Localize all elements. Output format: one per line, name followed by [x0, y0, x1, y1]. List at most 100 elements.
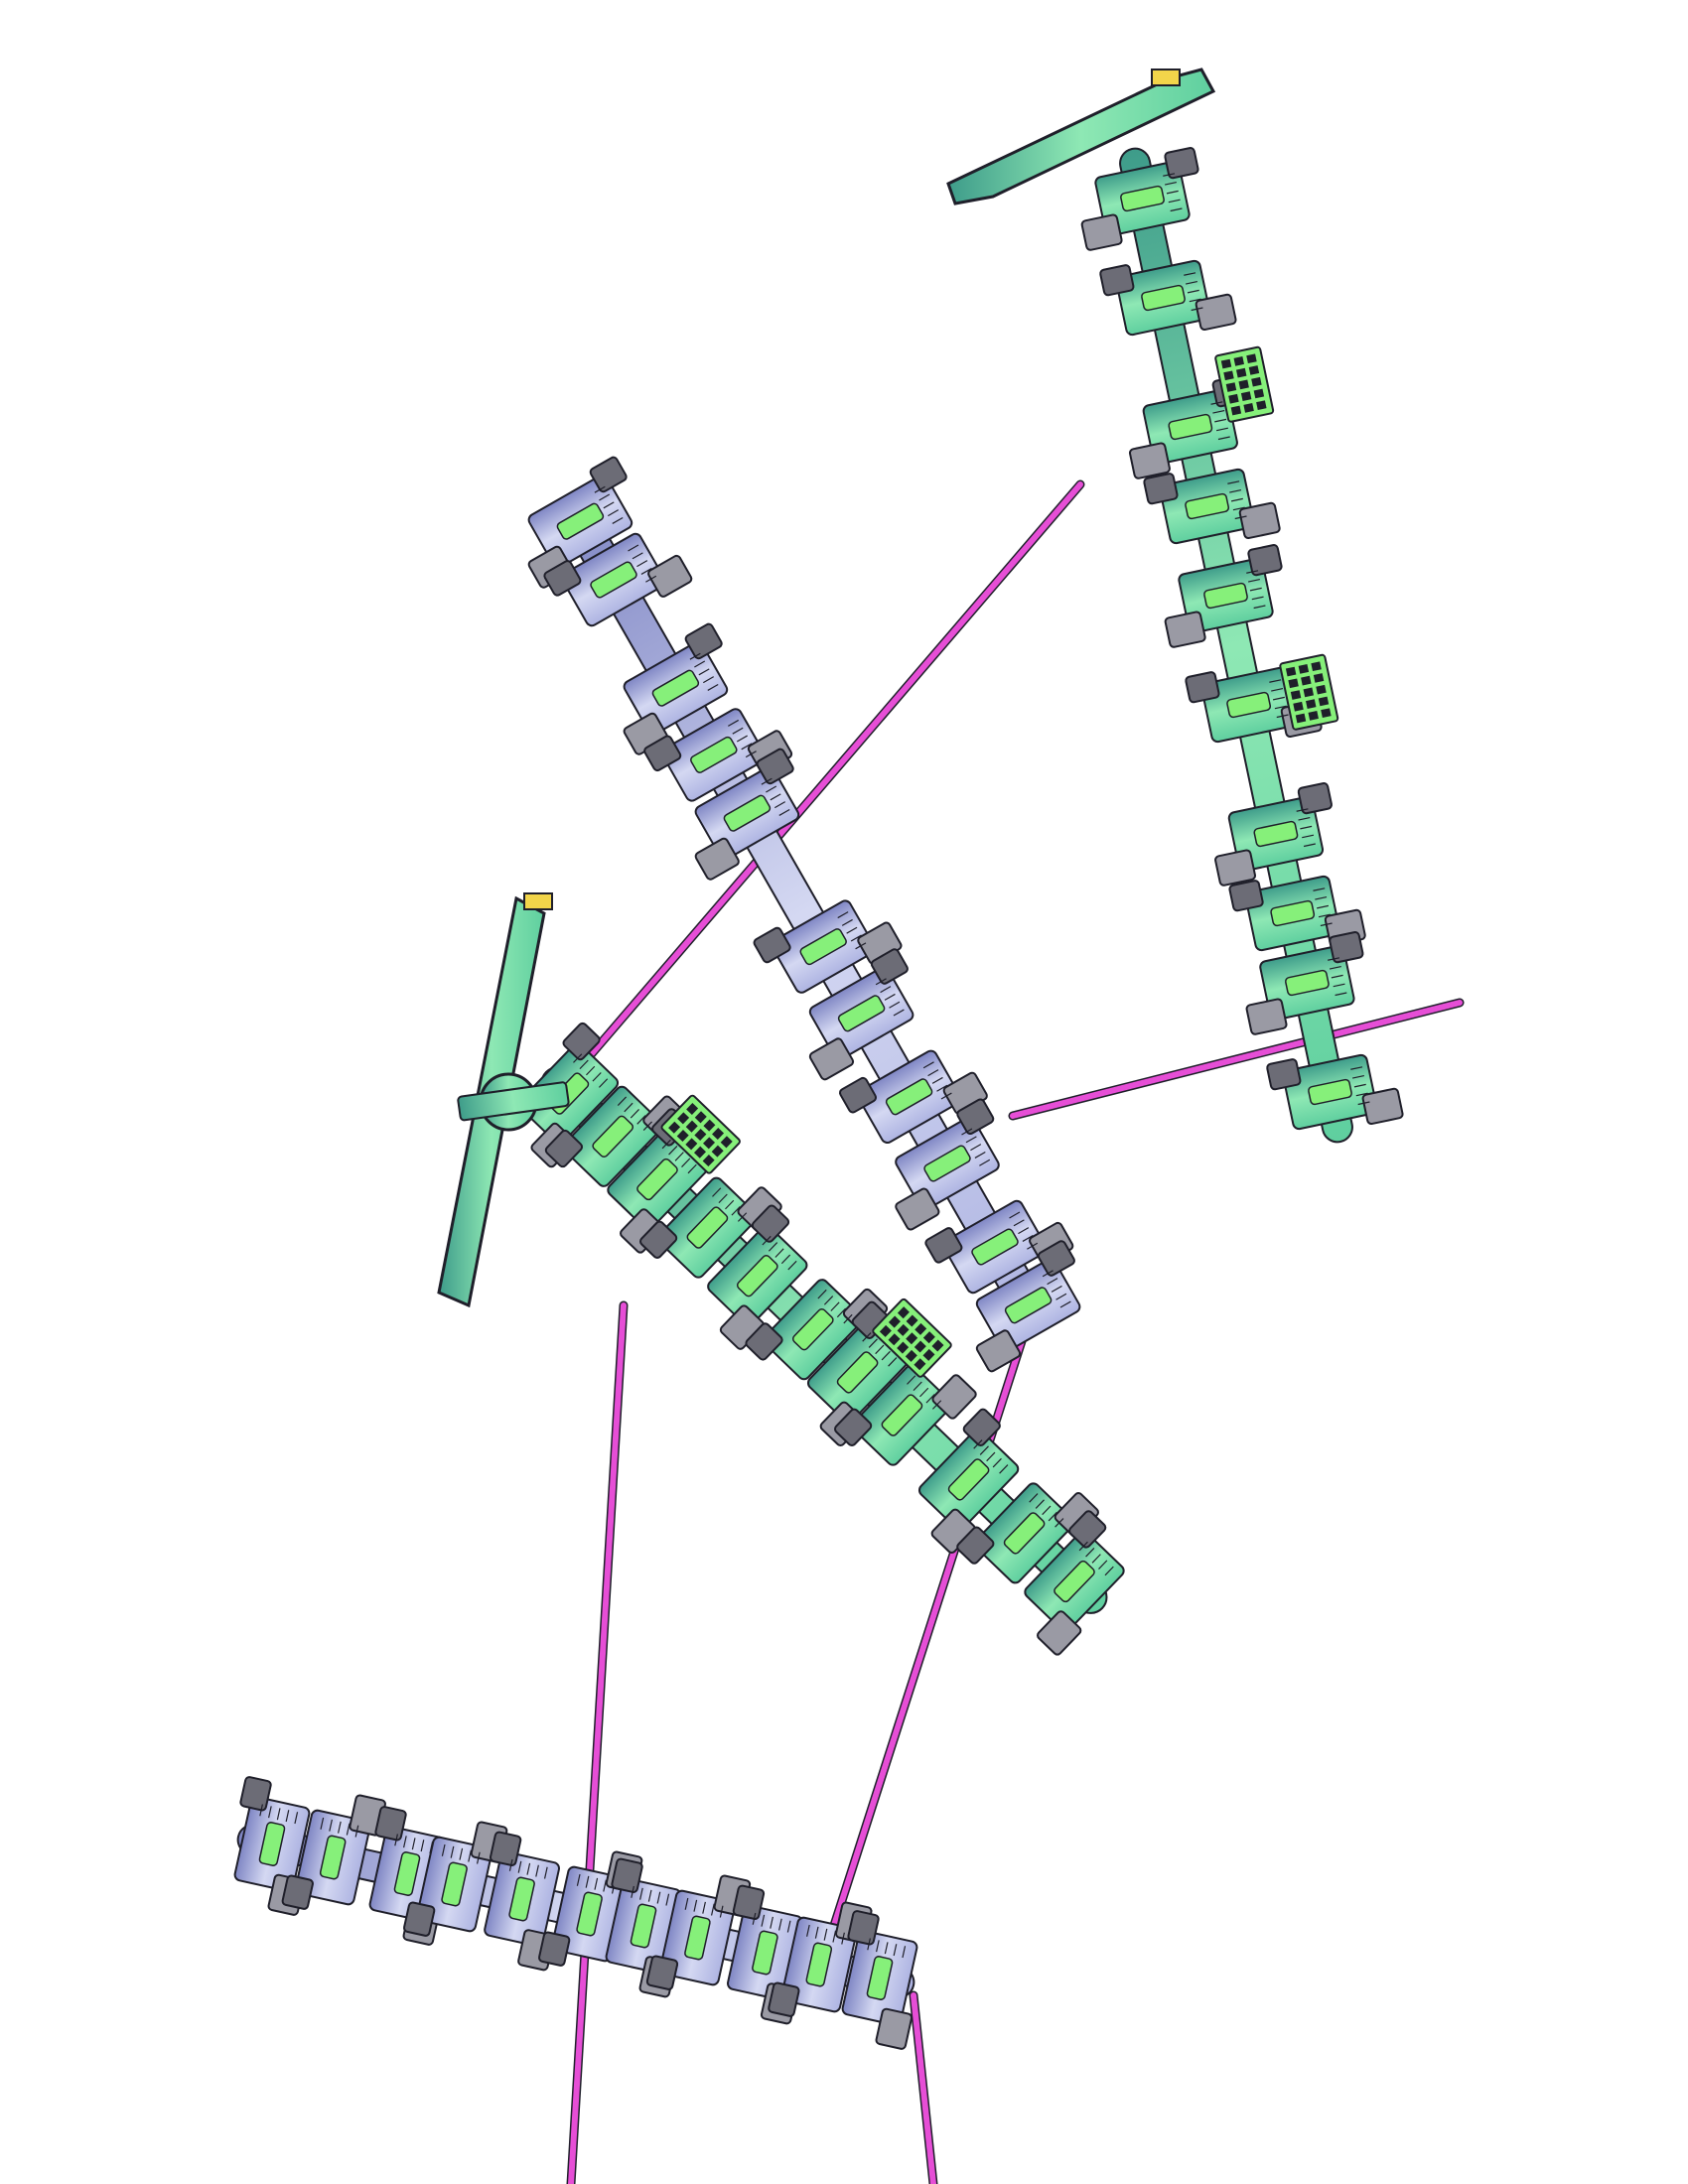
bar-blue-center-clamp-block-rear	[838, 1076, 878, 1114]
bar-green-lower-left-clamp-slot	[731, 1206, 741, 1216]
bar-blue-bottom-clamp-slot	[294, 1812, 299, 1825]
bar-green-upper-right-clamp-slot	[1229, 489, 1242, 493]
bar-blue-center-clamp-ring	[590, 561, 637, 599]
bar-green-lower-left-clamp-slot	[598, 1078, 609, 1088]
bar-blue-bottom-clamp-block-rear	[489, 1831, 522, 1866]
bar-green-lower-left-clamp-slot	[636, 1115, 646, 1125]
bar-green-upper-right-clamp-1	[1080, 147, 1199, 251]
bar-green-lower-left-clamp-slot	[973, 1439, 983, 1449]
bar-green-lower-left-clamp-ring	[1003, 1512, 1046, 1555]
bar-green-lower-left-clamp-block-rear	[745, 1322, 783, 1361]
bar-blue-bottom-clamp-11	[841, 1910, 918, 2050]
bar-green-lower-left-clamp-8	[834, 1364, 977, 1466]
bar-blue-bottom-clamp-block-rear	[611, 1857, 643, 1893]
bar-green-upper-right-clamp-slot	[1313, 887, 1326, 891]
bar-green-upper-right-board-pin	[1288, 678, 1299, 689]
bar-blue-center-clamp-ring	[885, 1078, 933, 1116]
bar-blue-center-clamp-block-rear	[924, 1227, 963, 1264]
bar-blue-bottom-clamp-slot	[441, 1843, 446, 1856]
bar-green-lower-left-clamp-slot	[843, 1313, 853, 1324]
bar-blue-center-clamp-9	[895, 1098, 1000, 1231]
bar-blue-bottom-clamp-slot	[841, 1932, 845, 1945]
bar-blue-bottom-clamp-slot	[902, 1946, 907, 1959]
bar-green-upper-right-board-pin	[1303, 687, 1315, 698]
bar-green-lower-left-clamp-ring	[947, 1458, 990, 1501]
bar-green-lower-left-clamp-ring	[1054, 1560, 1095, 1603]
bar-green-upper-right-clamp-slot	[1168, 199, 1181, 204]
bar-green-upper-right-clamp-slot	[1269, 679, 1282, 683]
bar-green-upper-right-clamp-block	[1361, 1087, 1404, 1126]
bar-green-lower-left-board-1	[660, 1094, 741, 1174]
bar-blue-center-clamp-slot	[703, 676, 715, 684]
bar-green-lower-left-clamp-slot	[737, 1212, 748, 1222]
bar-green-upper-right-clamp-ring	[1284, 969, 1330, 997]
bar-blue-center-clamp-ring	[971, 1228, 1019, 1266]
bar-green-upper-right-clamp-slot	[1163, 173, 1176, 177]
bar-blue-bottom-clamp-slot	[823, 1928, 828, 1941]
bar-green-lower-left-board-pin	[703, 1119, 716, 1132]
bar-green-upper-right-clamp-slot	[1350, 1066, 1363, 1070]
bar-green-upper-right-clamp-slot	[1271, 688, 1284, 692]
bar-green-lower-left-board-pin	[905, 1349, 917, 1362]
bar-blue-center-clamp-slot	[1009, 1211, 1021, 1219]
bar-green-upper-right-clamp-9	[1245, 931, 1364, 1035]
bar-green-upper-right-board-1	[1214, 345, 1275, 423]
bar-green-upper-right-clamp-slot	[1333, 983, 1345, 988]
bar-blue-bottom-clamp-ring	[630, 1903, 657, 1949]
bar-blue-bottom-clamp-ring	[752, 1930, 778, 1976]
bar-green-lower-left-clamp-slot	[687, 1163, 697, 1174]
bar-green-upper-right-clamp-slot	[1230, 497, 1243, 502]
bar-blue-bottom-clamp-slot	[832, 1930, 837, 1943]
bar-blue-center-clamp-slot	[728, 719, 740, 727]
cable-1	[573, 481, 1083, 1075]
bar-blue-bottom-clamp-slot	[285, 1810, 290, 1823]
bar-green-lower-left-board-pin	[897, 1323, 910, 1336]
bar-green-upper-right-clamp-slot	[1272, 696, 1285, 701]
bar-green-lower-left-clamp-slot	[1055, 1518, 1064, 1528]
bar-green-upper-right-clamp-slot	[1276, 714, 1289, 719]
bar-green-upper-right-board-pin	[1256, 400, 1267, 411]
bar-green-lower-left-board-pin	[703, 1137, 716, 1150]
bar-green-upper-right-clamp-block-rear	[1099, 264, 1135, 297]
bar-green-lower-left-board-pin	[677, 1112, 690, 1125]
bar-green-upper-right-clamp-slot	[1328, 957, 1340, 961]
bar-green-upper-right-board-pin	[1243, 403, 1254, 413]
bar-blue-center-clamp-slot	[732, 727, 744, 735]
bar-blue-center-clamp-ring	[1004, 1287, 1053, 1324]
bar-blue-bottom-clamp-slot	[337, 1821, 342, 1834]
bar-green-lower-left-clamp-slot	[573, 1053, 583, 1063]
bar-blue-bottom-clamp-slot	[411, 1838, 416, 1850]
bar-blue-bottom-clamp-slot	[320, 1817, 325, 1830]
bar-blue-center-clamp-slot	[961, 1128, 973, 1136]
bar-blue-center-clamp-6	[753, 899, 903, 994]
bar-green-lower-left-clamp-slot	[881, 1350, 891, 1361]
bar-green-lower-left-clamp-slot	[787, 1260, 797, 1271]
bar-blue-bottom-clamp-slot	[517, 1860, 522, 1873]
bar-green-upper-right-clamp-slot	[1184, 272, 1196, 276]
bar-green-lower-left-clamp-block	[931, 1374, 977, 1420]
bar-green-lower-left-clamp-slot	[630, 1109, 640, 1119]
bar-green-upper-right-clamp-slot	[1296, 808, 1309, 812]
bar-blue-bottom-clamp-ring	[319, 1835, 347, 1880]
bar-green-upper-right-clamp-slot	[1247, 579, 1260, 583]
bar-blue-bottom-clamp-slot	[684, 1897, 689, 1910]
bar-blue-center-clamp-block	[694, 837, 740, 881]
bar-blue-center-clamp-slot	[774, 801, 786, 809]
bar-blue-center-clamp-slot	[745, 751, 757, 758]
bar-green-lower-left-board-pin	[922, 1331, 935, 1344]
bar-blue-center-clamp-slot	[850, 934, 862, 942]
bar-blue-center-clamp-slot	[698, 668, 710, 676]
bar-green-upper-right-clamp-block-rear	[1143, 473, 1179, 505]
bar-blue-center-clamp-slot	[645, 575, 657, 583]
bar-blue-bottom-clamp-ring	[508, 1876, 535, 1922]
bar-green-upper-right-board-pin	[1301, 675, 1312, 686]
bar-blue-bottom-clamp-ring	[805, 1942, 833, 1987]
bar-blue-center-clamp-slot	[778, 808, 790, 816]
bar-green-lower-left-clamp-block-rear	[956, 1526, 995, 1565]
bar-blue-bottom-clamp-slot	[876, 1940, 880, 1953]
bar-green-lower-left-clamp-block-rear	[751, 1204, 790, 1243]
bar-blue-center-clamp-7	[808, 948, 914, 1081]
bar-blue-bottom-clamp-slot	[543, 1866, 548, 1879]
bar-green-lower-left-clamp-slot	[862, 1332, 872, 1342]
bar-blue-bottom-clamp-slot	[786, 1920, 791, 1933]
